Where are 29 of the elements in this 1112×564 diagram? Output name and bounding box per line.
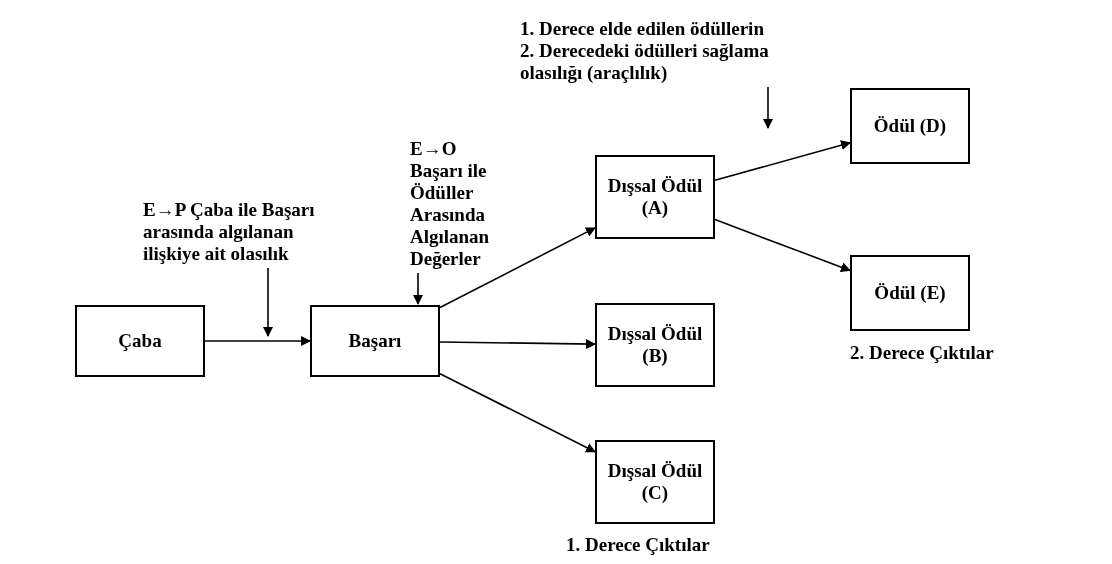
box-label: Çaba: [118, 330, 162, 352]
arrow: [763, 86, 773, 129]
box-label: Dışsal Ödül (A): [606, 175, 704, 219]
box-label: Dışsal Ödül (C): [606, 460, 704, 504]
annotation-line: 2. Derecedeki ödülleri sağlama olasılığı (araçlılık): [520, 40, 770, 84]
column-heading: 1. Derece Çıktılar: [566, 534, 710, 556]
arrow: [714, 140, 851, 182]
box-label: Dışsal Ödül (B): [606, 323, 704, 367]
process-box: [595, 155, 715, 239]
process-box: [595, 440, 715, 524]
process-box: [310, 305, 440, 377]
annotation-line: E→O Başarı ile Ödüller Arasında Algılanan Değerler: [410, 138, 491, 270]
arrow: [413, 272, 423, 305]
arrow: [439, 372, 596, 453]
process-box: [75, 305, 205, 377]
arrow: [204, 336, 311, 346]
column-heading: 2. Derece Çıktılar: [850, 342, 994, 364]
box-label: Başarı: [348, 330, 402, 352]
annotation-line: E→P Çaba ile Başarı arasında algılanan ilişkiye ait olasılık: [143, 199, 316, 265]
arrow: [714, 218, 851, 272]
process-box: [595, 303, 715, 387]
arrow: [263, 267, 273, 337]
box-label: Ödül (E): [874, 282, 946, 304]
arrow: [439, 339, 596, 349]
arrow: [439, 227, 596, 309]
process-box: [850, 88, 970, 164]
annotation-line: 1. Derece elde edilen ödüllerin: [520, 18, 765, 40]
process-box: [850, 255, 970, 331]
box-label: Ödül (D): [873, 115, 947, 137]
